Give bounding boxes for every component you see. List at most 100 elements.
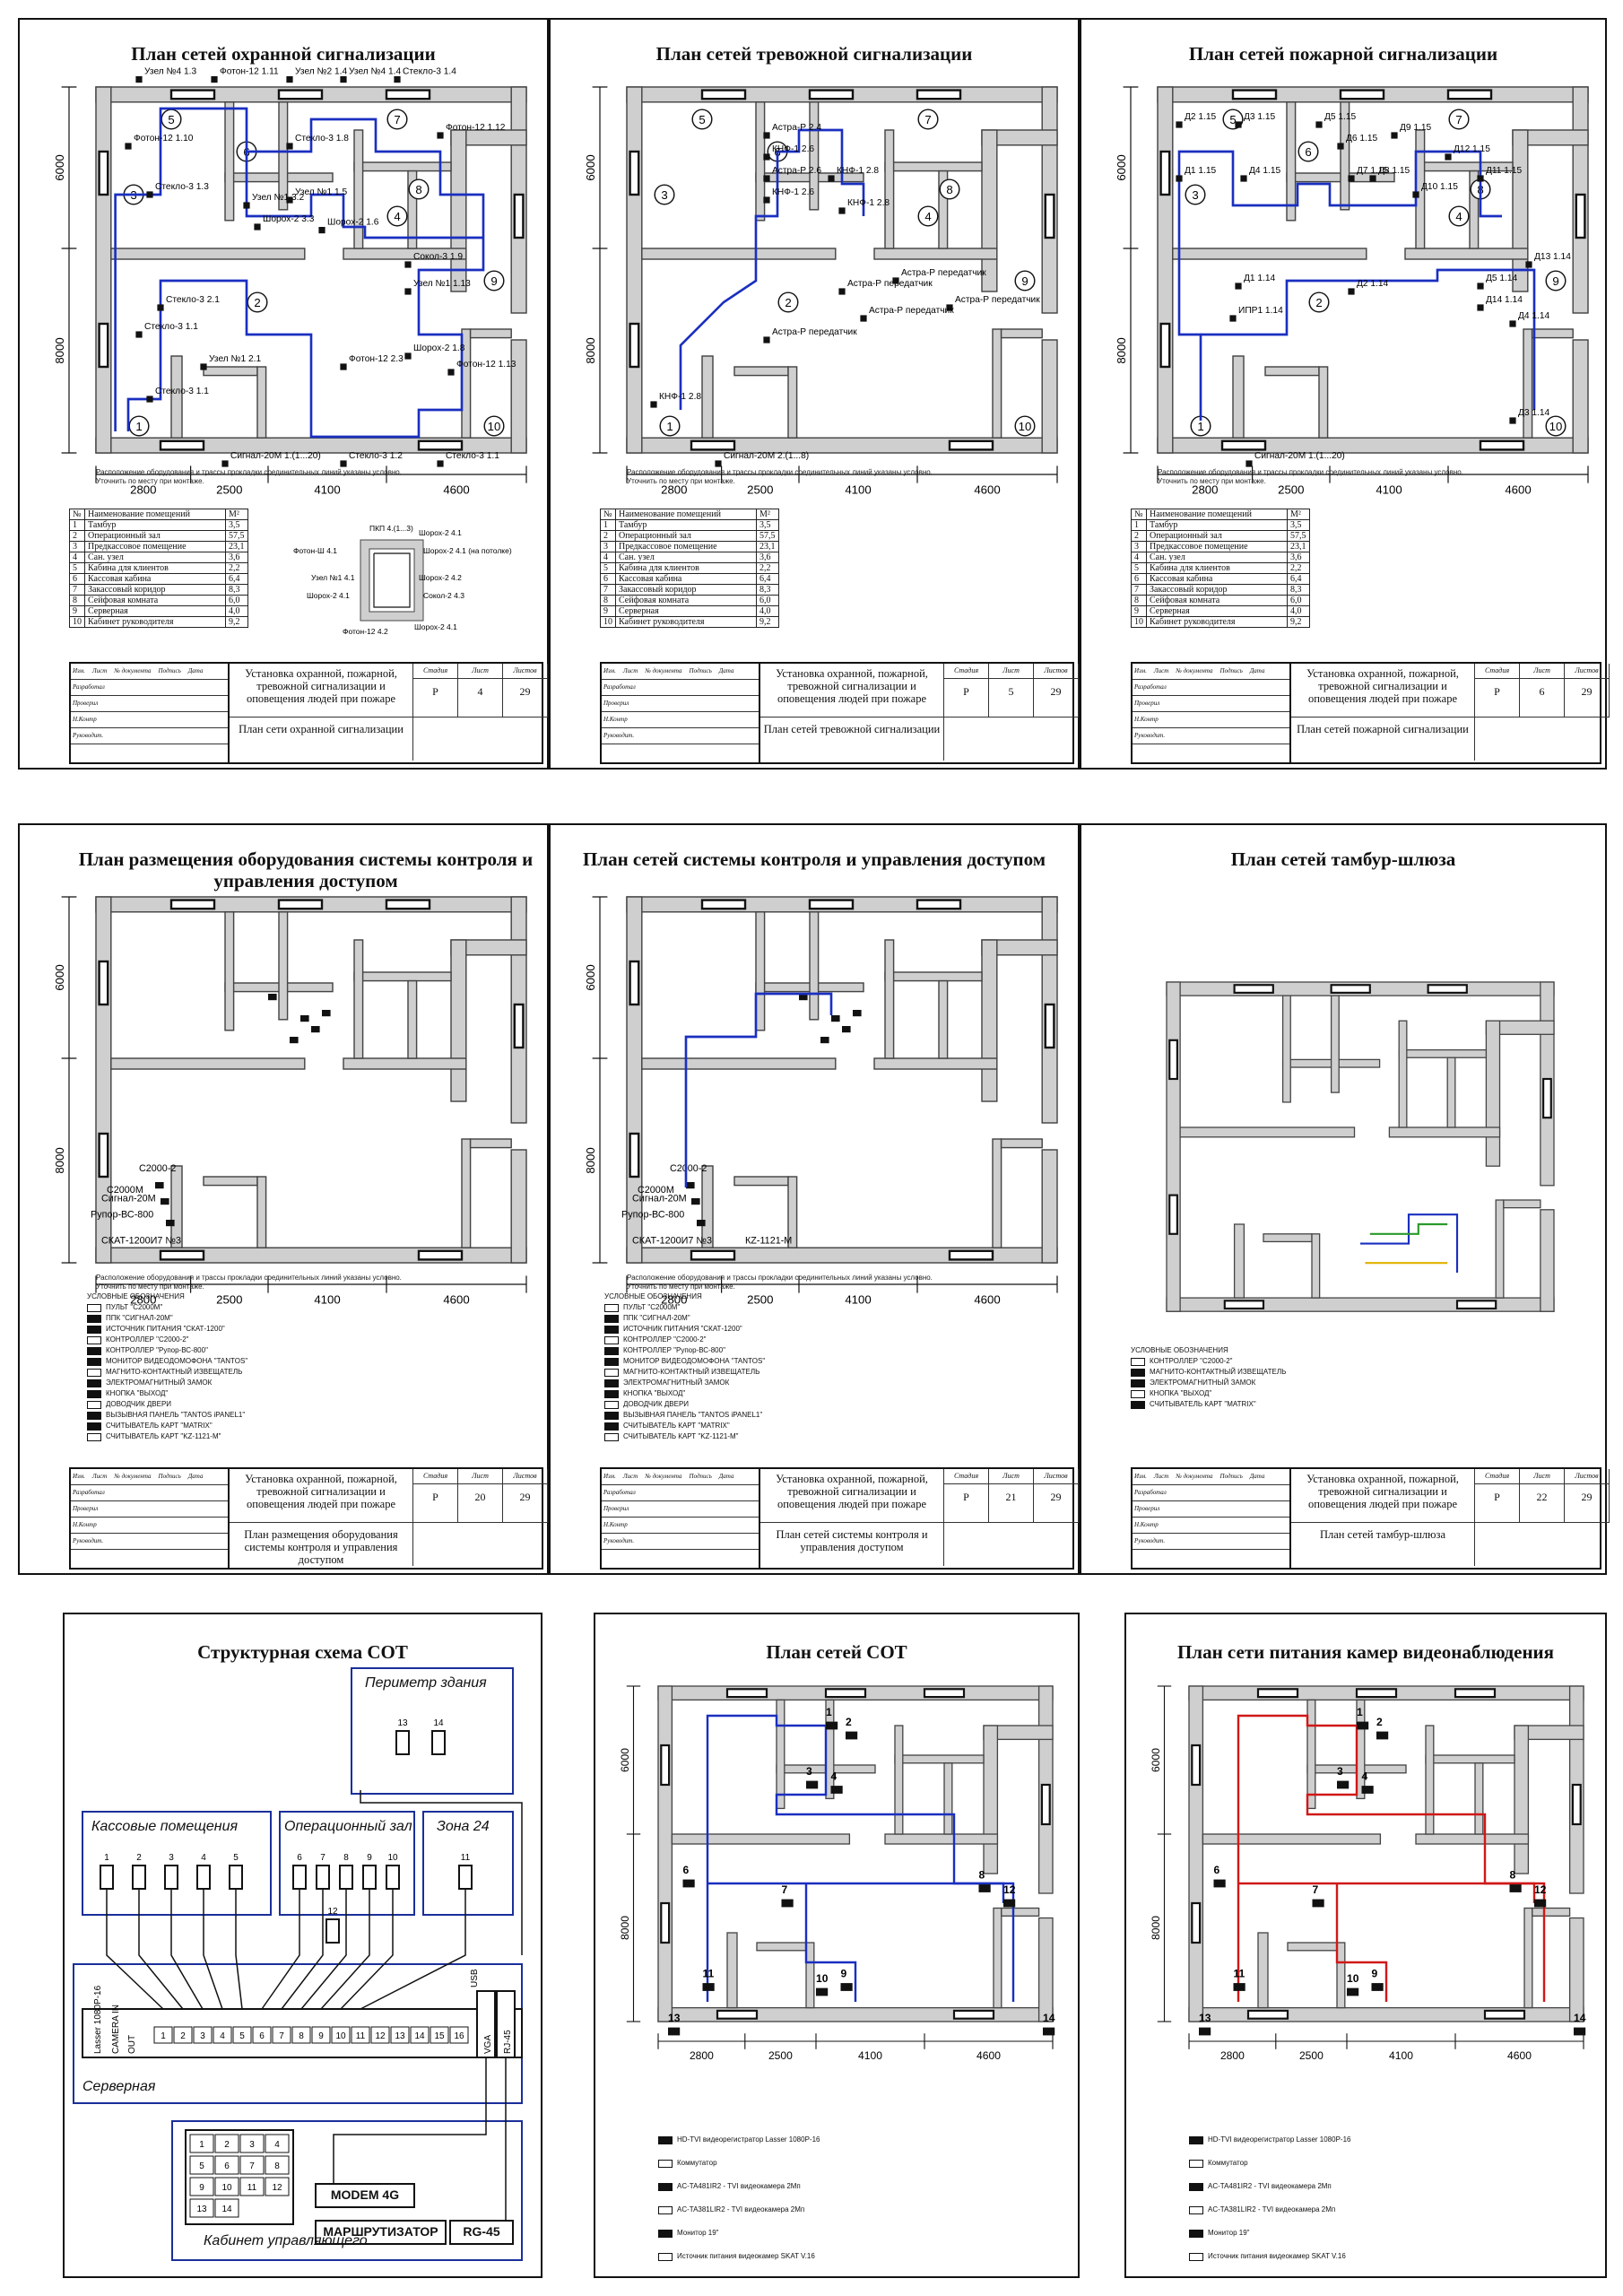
dimension-label: 4600 <box>974 1293 1000 1307</box>
legend-item: МАГНИТО-КОНТАКТНЫЙ ИЗВЕЩАТЕЛЬ <box>604 1367 765 1378</box>
port-number: 5 <box>239 2031 245 2041</box>
legend-title: УСЛОВНЫЕ ОБОЗНАЧЕНИЯ <box>87 1292 185 1300</box>
legend-symbol-icon <box>87 1389 101 1398</box>
device-marker <box>404 352 412 360</box>
perimeter-zone <box>351 1667 514 1795</box>
stamp-cell-value: Р <box>432 1491 438 1503</box>
device-marker <box>828 175 835 182</box>
camera-number: 13 <box>397 1718 408 1728</box>
office-zone <box>171 2120 523 2261</box>
table-cell: Сейфовая комната <box>84 595 226 606</box>
device-marker <box>1509 320 1516 327</box>
room-number: 5 <box>699 113 705 126</box>
stamp-cell-label: Листов <box>503 664 547 679</box>
cable-route <box>1177 150 1503 422</box>
stamp-role: Проверил <box>602 1501 759 1518</box>
legend-label: МАГНИТО-КОНТАКТНЫЙ ИЗВЕЩАТЕЛЬ <box>623 1368 760 1376</box>
camera-number: 7 <box>782 1883 788 1896</box>
table-cell: 23,1 <box>756 541 779 552</box>
room-number: 4 <box>1455 210 1462 223</box>
device-marker <box>763 175 770 182</box>
legend-label: AC-TA481IR2 - TVI видеокамера 2Мп <box>677 2182 801 2190</box>
legend-item: КНОПКА "ВЫХОД" <box>1131 1388 1286 1399</box>
legend-label: ЭЛЕКТРОМАГНИТНЫЙ ЗАМОК <box>623 1378 730 1387</box>
device-label: КНФ-1 2.8 <box>659 392 701 402</box>
skud-equipment: С2000-2С2000МСигнал-20МРупор-ВС-800СКАТ-… <box>621 992 862 1246</box>
device-marker <box>300 1015 309 1022</box>
sheet-drawing <box>1166 981 1555 1312</box>
dimension-label: 8000 <box>1115 337 1128 363</box>
note-line: Расположение оборудования и трассы прокл… <box>627 468 933 476</box>
camera-icon <box>1376 1731 1389 1740</box>
stamp-role: Н.Контр <box>71 712 228 728</box>
camera-number: 6 <box>1214 1864 1220 1876</box>
table-cell: 4 <box>600 552 616 563</box>
table-cell: 8 <box>600 595 616 606</box>
room-number: 1 <box>1197 420 1203 433</box>
device-marker <box>1315 121 1323 128</box>
legend-item: КОНТРОЛЛЕР "С2000-2" <box>1131 1356 1286 1367</box>
camera-icon <box>1003 1899 1016 1908</box>
device-label: Стекло-3 1.4 <box>403 67 456 77</box>
device-label: Стекло-3 1.8 <box>295 134 349 144</box>
room-number-marker <box>691 109 713 130</box>
device-label: Д11 1.15 <box>1486 166 1522 176</box>
stamp-label: Подпись <box>158 667 181 674</box>
device-marker <box>686 1182 695 1189</box>
camera-icon <box>1509 1884 1522 1892</box>
table-cell: 23,1 <box>225 541 248 552</box>
dimension-label: 4600 <box>1507 2049 1532 2062</box>
legend-symbol-icon <box>604 1303 619 1312</box>
legend-item: Источник питания видеокамер SKAT V.16 <box>658 2251 820 2262</box>
legend-symbol-icon <box>87 1335 101 1344</box>
floor-plan <box>95 896 527 1264</box>
device-label: Узел №1 1.13 <box>413 279 471 289</box>
legend-label: AC-TA381LIR2 - TVI видеокамера 2Мп <box>1208 2205 1336 2213</box>
stamp-role: Руководит. <box>602 1534 759 1550</box>
dimension-label: 2800 <box>130 1293 156 1307</box>
dimension-label: 2500 <box>216 483 242 497</box>
camera-icon <box>1312 1899 1324 1908</box>
stamp-role: Н.Контр <box>1133 1518 1289 1534</box>
device-marker <box>842 1026 851 1033</box>
monitor-cell: 2 <box>224 2140 230 2150</box>
dimension-label: 2500 <box>747 483 773 497</box>
camera-icon <box>1574 2027 1586 2036</box>
port-number: 14 <box>414 2031 425 2041</box>
table-cell: 4,0 <box>225 605 248 617</box>
table-cell: 8,3 <box>1287 584 1310 596</box>
device-label: Сигнал-20М 1.(1...20) <box>1254 451 1345 461</box>
monitor-cell: 8 <box>274 2161 280 2171</box>
detail-label: Узел №1 4.1 <box>311 573 355 582</box>
legend-symbol-icon <box>87 1314 101 1323</box>
device-label: Шорох-2 3.3 <box>263 214 315 224</box>
legend-symbol-icon <box>1189 2135 1203 2144</box>
legend-item: ДОВОДЧИК ДВЕРИ <box>604 1399 765 1410</box>
device-label: Д1 1.15 <box>1185 166 1217 176</box>
table-cell: Кассовая кабина <box>84 573 226 585</box>
table-cell: 57,5 <box>225 530 248 542</box>
room-number-marker <box>1448 205 1470 227</box>
table-cell: 6 <box>1131 573 1147 585</box>
stamp-role: Н.Контр <box>602 712 759 728</box>
stamp-cell-label: Листов <box>1565 664 1609 679</box>
table-cell: 3,6 <box>756 552 779 563</box>
usb-label: USB <box>470 1969 480 1987</box>
device-label: КНФ-1 2.6 <box>772 144 814 154</box>
camera-number: 12 <box>327 1907 338 1917</box>
camera-icon <box>1233 1983 1245 1991</box>
device-marker <box>394 76 401 83</box>
